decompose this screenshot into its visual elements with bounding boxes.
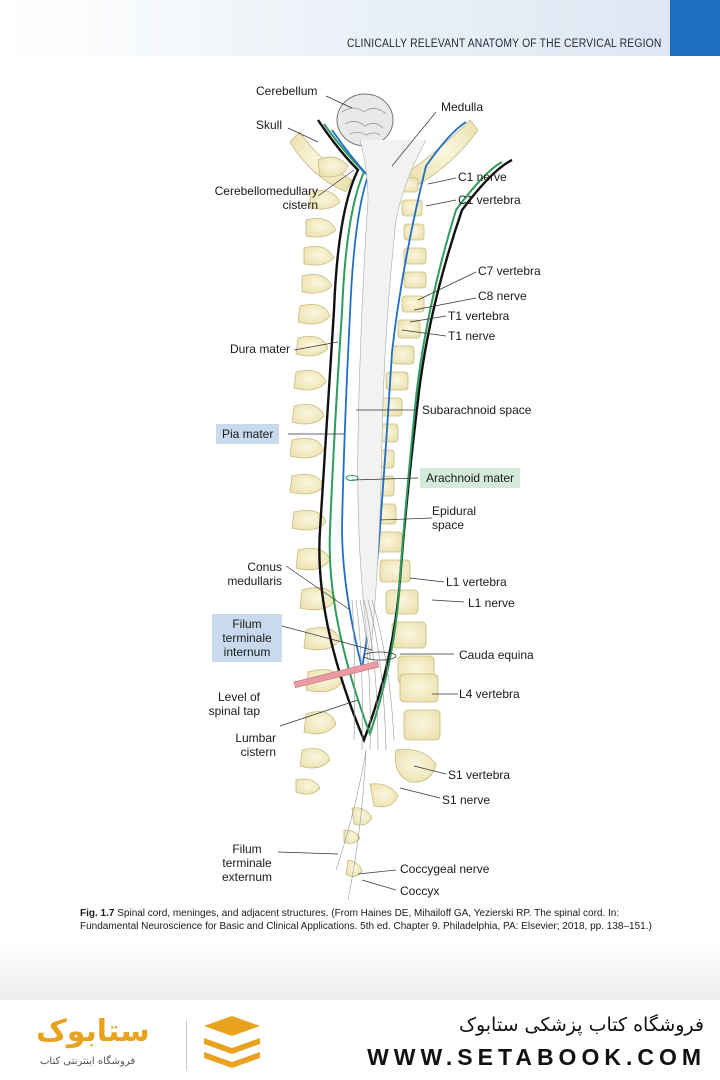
label-t1-nerve: T1 nerve bbox=[448, 329, 496, 343]
label-cerebellum: Cerebellum bbox=[256, 84, 318, 98]
store-url: WWW.SETABOOK.COM bbox=[367, 1044, 706, 1070]
label-filum-terminale-externum: Filum terminale externum bbox=[221, 842, 273, 884]
cerebellum-shape bbox=[336, 93, 394, 147]
label-c7-vertebra: C7 vertebra bbox=[478, 264, 541, 278]
page-tab bbox=[670, 0, 720, 56]
label-arachnoid-mater: Arachnoid mater bbox=[420, 468, 521, 488]
label-cerebellomedullary-cistern: Cerebellomedullary cistern bbox=[214, 184, 318, 212]
spinal-tap-needle bbox=[293, 660, 380, 689]
label-skull: Skull bbox=[256, 118, 283, 132]
spinal-cord-illustration bbox=[277, 93, 513, 901]
label-s1-vertebra: S1 vertebra bbox=[448, 768, 511, 782]
label-c1-nerve: C1 nerve bbox=[458, 170, 507, 184]
label-c8-nerve: C8 nerve bbox=[478, 289, 527, 303]
label-coccyx: Coccyx bbox=[400, 884, 440, 898]
store-name: فروشگاه کتاب پزشکی ستابوک bbox=[458, 1014, 704, 1036]
label-pia-mater: Pia mater bbox=[216, 424, 280, 444]
label-level-of-spinal-tap: Level of spinal tap bbox=[208, 690, 260, 718]
label-l4-vertebra: L4 vertebra bbox=[459, 687, 520, 701]
dura-mater-line bbox=[317, 119, 513, 744]
watermark-footer: ستابوک فروشگاه اینترنتی کتاب فروشگاه کتا… bbox=[0, 1000, 720, 1080]
logo-divider bbox=[186, 1020, 187, 1070]
figure-caption: Fig. 1.7 Spinal cord, meninges, and adja… bbox=[80, 908, 680, 933]
spinal-cord-figure: Cerebellum Skull Medulla Cerebellomedull… bbox=[0, 60, 720, 901]
figure-number: Fig. 1.7 bbox=[80, 908, 115, 919]
setabook-logo-subtitle: فروشگاه اینترنتی کتاب bbox=[40, 1056, 136, 1067]
running-header-band bbox=[0, 0, 720, 56]
label-dura-mater: Dura mater bbox=[229, 342, 290, 356]
leader-lines bbox=[277, 95, 477, 891]
running-title: CLINICALLY RELEVANT ANATOMY OF THE CERVI… bbox=[347, 38, 662, 50]
label-s1-nerve: S1 nerve bbox=[442, 793, 491, 807]
setabook-logo-word: ستابوک bbox=[36, 1014, 150, 1049]
label-epidural-space: Epidural space bbox=[432, 504, 477, 532]
book-stack-icon bbox=[204, 1016, 260, 1068]
label-l1-nerve: L1 nerve bbox=[468, 596, 515, 610]
spinal-cord-body bbox=[357, 139, 427, 661]
label-medulla: Medulla bbox=[441, 100, 484, 114]
label-filum-terminale-internum: Filum terminale internum bbox=[212, 614, 282, 662]
posterior-vertebrae bbox=[289, 156, 349, 795]
label-coccygeal-nerve: Coccygeal nerve bbox=[400, 862, 490, 876]
label-t1-vertebra: T1 vertebra bbox=[448, 309, 510, 323]
vertebral-bodies bbox=[343, 177, 441, 877]
label-lumbar-cistern: Lumbar cistern bbox=[235, 731, 276, 759]
label-c1-vertebra: C1 vertebra bbox=[458, 193, 521, 207]
caption-text: Spinal cord, meninges, and adjacent stru… bbox=[80, 908, 652, 932]
label-subarachnoid-space: Subarachnoid space bbox=[422, 403, 532, 417]
page-bottom-fade bbox=[0, 940, 720, 1002]
label-l1-vertebra: L1 vertebra bbox=[446, 575, 507, 589]
label-cauda-equina: Cauda equina bbox=[459, 648, 534, 662]
label-conus-medullaris: Conus medullaris bbox=[227, 560, 282, 588]
